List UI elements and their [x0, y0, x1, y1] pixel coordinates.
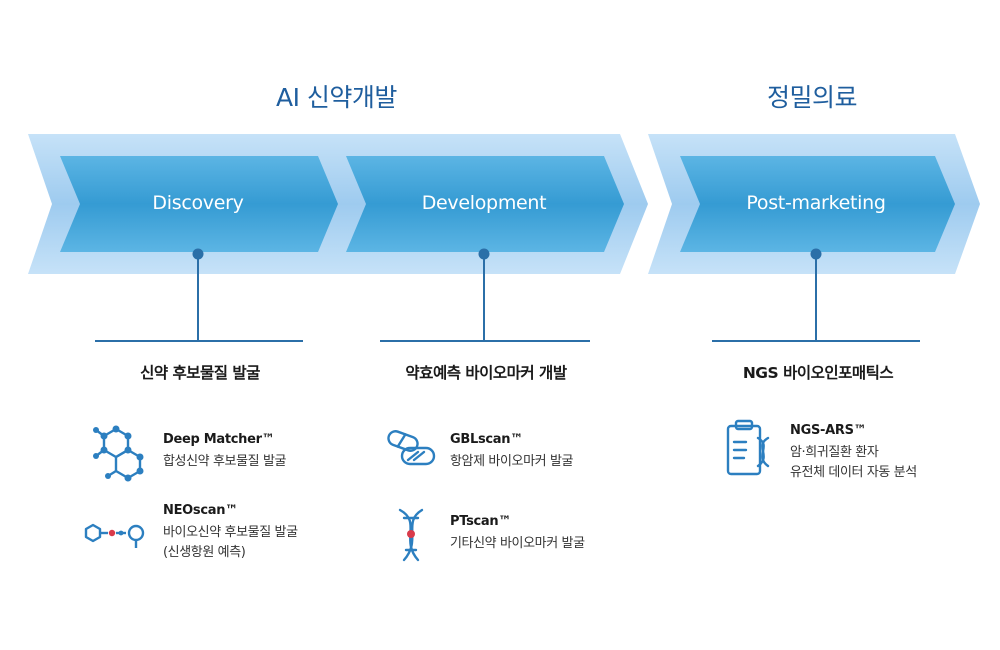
connector-line-development	[483, 254, 485, 340]
column-title-post-marketing: NGS 바이오인포매틱스	[742, 364, 894, 382]
product-name-ptscan: PTscan™	[450, 514, 512, 529]
chevron-inner-development	[346, 156, 624, 252]
connector-line-post-marketing	[815, 254, 817, 340]
stage-label-discovery: Discovery	[152, 192, 244, 214]
clipboard-dna-icon	[726, 419, 770, 476]
product-name-ngs-ars: NGS-ARS™	[790, 423, 867, 438]
product-desc-neoscan-line1: 바이오신약 후보물질 발굴	[163, 525, 298, 540]
dna-icon	[398, 508, 424, 562]
pill-capsule-icon	[387, 430, 436, 466]
product-desc-gblscan: 항암제 바이오마커 발굴	[450, 454, 574, 469]
product-desc-ptscan: 기타신약 바이오마커 발굴	[450, 536, 585, 551]
section-heading-ai-drug-development: AI 신약개발	[276, 83, 397, 112]
column-title-development: 약효예측 바이오마커 개발	[405, 364, 567, 382]
product-name-gblscan: GBLscan™	[450, 432, 523, 447]
stage-label-development: Development	[421, 192, 547, 214]
section-heading-precision-medicine: 정밀의료	[767, 83, 858, 112]
molecule-icon	[93, 425, 144, 482]
product-desc-ngs-ars-line1: 암·희귀질환 환자	[790, 445, 879, 460]
product-desc-neoscan-line2: (신생항원 예측)	[163, 545, 246, 560]
stage-label-post-marketing: Post-marketing	[746, 192, 886, 214]
process-chevron-band	[28, 134, 980, 274]
product-desc-ngs-ars-line2: 유전체 데이터 자동 분석	[790, 465, 917, 480]
product-name-deep-matcher: Deep Matcher™	[163, 432, 275, 447]
product-name-neoscan: NEOscan™	[163, 503, 238, 518]
divider-development	[380, 340, 590, 342]
molecule-chain-icon	[84, 523, 145, 548]
chevron-inner-discovery	[60, 156, 338, 252]
divider-discovery	[95, 340, 303, 342]
chevron-inner-post-marketing	[680, 156, 955, 252]
product-desc-deep-matcher: 합성신약 후보물질 발굴	[163, 454, 287, 469]
column-title-discovery: 신약 후보물질 발굴	[140, 364, 260, 382]
divider-post-marketing	[712, 340, 920, 342]
connector-line-discovery	[197, 254, 199, 340]
